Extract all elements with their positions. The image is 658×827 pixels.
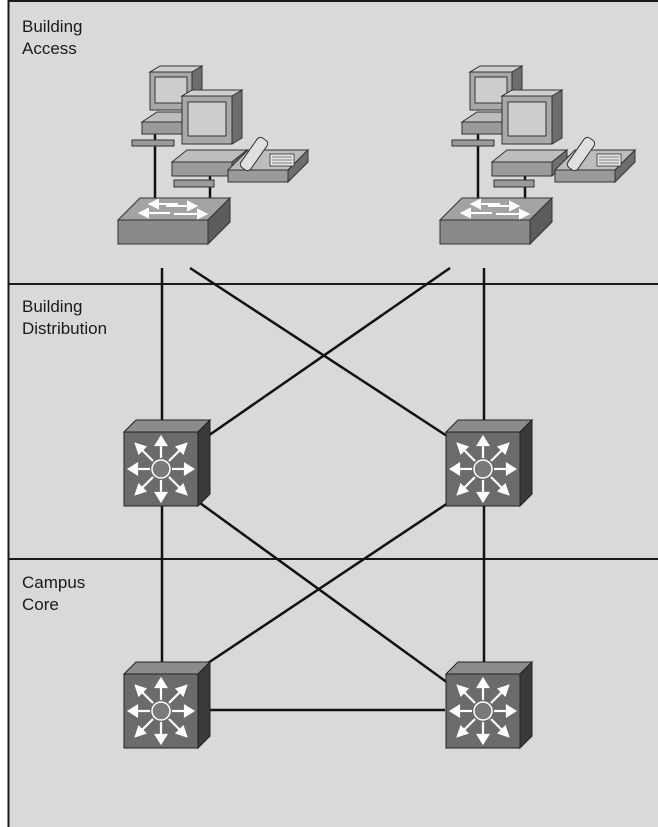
layer-label-distribution: Building Distribution	[22, 296, 107, 340]
link-dist-left-core-right	[199, 501, 449, 685]
layer-label-line: Access	[22, 39, 77, 58]
layer-label-line: Distribution	[22, 319, 108, 338]
network-links	[160, 266, 486, 712]
layer-label-line: Core	[22, 595, 59, 614]
multilayer-switch-icon	[444, 418, 534, 508]
multilayer-switch-icon	[122, 660, 212, 750]
multilayer-switch-icon	[122, 418, 212, 508]
link-dist-right-core-left	[204, 501, 449, 667]
layer-label-line: Campus	[22, 573, 86, 592]
link-access-left-dist-right	[189, 266, 451, 440]
multilayer-switch-icon	[444, 660, 534, 750]
layer-label-line: Building	[22, 17, 83, 36]
access-switch-icon	[117, 197, 231, 245]
access-switch-icon	[439, 197, 553, 245]
link-access-right-dist-left	[204, 266, 451, 440]
layer-label-core: Campus Core	[22, 572, 85, 616]
layer-label-line: Building	[22, 297, 83, 316]
layer-label-access: Building Access	[22, 16, 83, 60]
